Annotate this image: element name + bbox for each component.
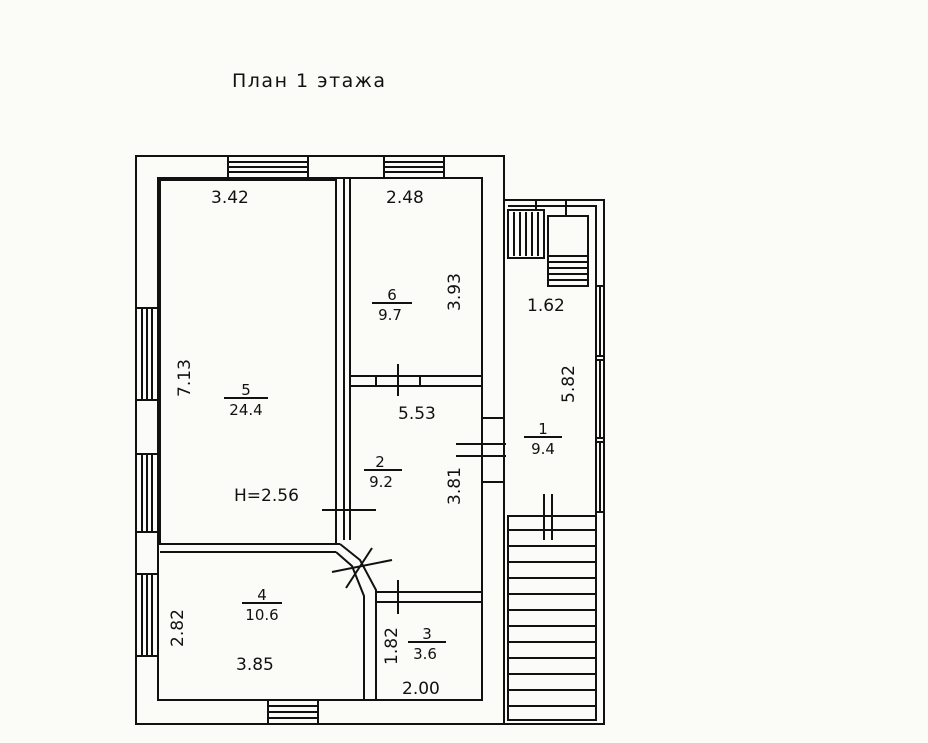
dim-room2-width: 5.53 (398, 404, 436, 424)
room-4-area: 10.6 (245, 606, 278, 624)
dim-room6-width: 2.48 (386, 188, 424, 208)
window-top-left (227, 155, 309, 179)
window-bottom (267, 699, 319, 725)
top-stairs (507, 200, 589, 287)
room-6-number: 6 (387, 286, 397, 304)
dim-room3-width: 2.00 (402, 679, 440, 699)
room-1-area: 9.4 (531, 440, 555, 458)
dim-room5-width: 3.42 (211, 188, 249, 208)
window-right-middle (595, 359, 605, 439)
room-5-area: 24.4 (229, 401, 262, 419)
room-4-number: 4 (257, 586, 267, 604)
window-right-lower (595, 441, 605, 513)
inner-wall-outline (157, 177, 483, 701)
window-right-upper (595, 285, 605, 357)
dim-room4-length: 2.82 (168, 609, 188, 647)
plan-title: План 1 этажа (232, 70, 387, 92)
window-left-upper (135, 307, 159, 401)
dim-room5-length: 7.13 (175, 359, 195, 397)
dim-room1-width: 1.62 (527, 296, 565, 316)
door-angled (331, 559, 393, 573)
dim-room4-width: 3.85 (236, 655, 274, 675)
bottom-stairs (507, 494, 597, 721)
room-5-number: 5 (241, 381, 251, 399)
dim-room1-length: 5.82 (559, 365, 579, 403)
ceiling-height-label: H=2.56 (234, 486, 299, 506)
room-2-number: 2 (375, 453, 385, 471)
dim-room3-length: 1.82 (382, 627, 402, 665)
dim-room6-length: 3.93 (445, 273, 465, 311)
room-6-area: 9.7 (378, 306, 402, 324)
window-left-middle (135, 453, 159, 533)
room-3-area: 3.6 (413, 645, 437, 663)
room-2-area: 9.2 (369, 473, 393, 491)
outer-wall (135, 155, 505, 725)
window-left-lower (135, 573, 159, 657)
room-3-number: 3 (422, 625, 432, 643)
dim-room2-length: 3.81 (445, 467, 465, 505)
angled-wall (339, 543, 377, 700)
window-top-right (383, 155, 445, 179)
room-1-number: 1 (538, 420, 548, 438)
